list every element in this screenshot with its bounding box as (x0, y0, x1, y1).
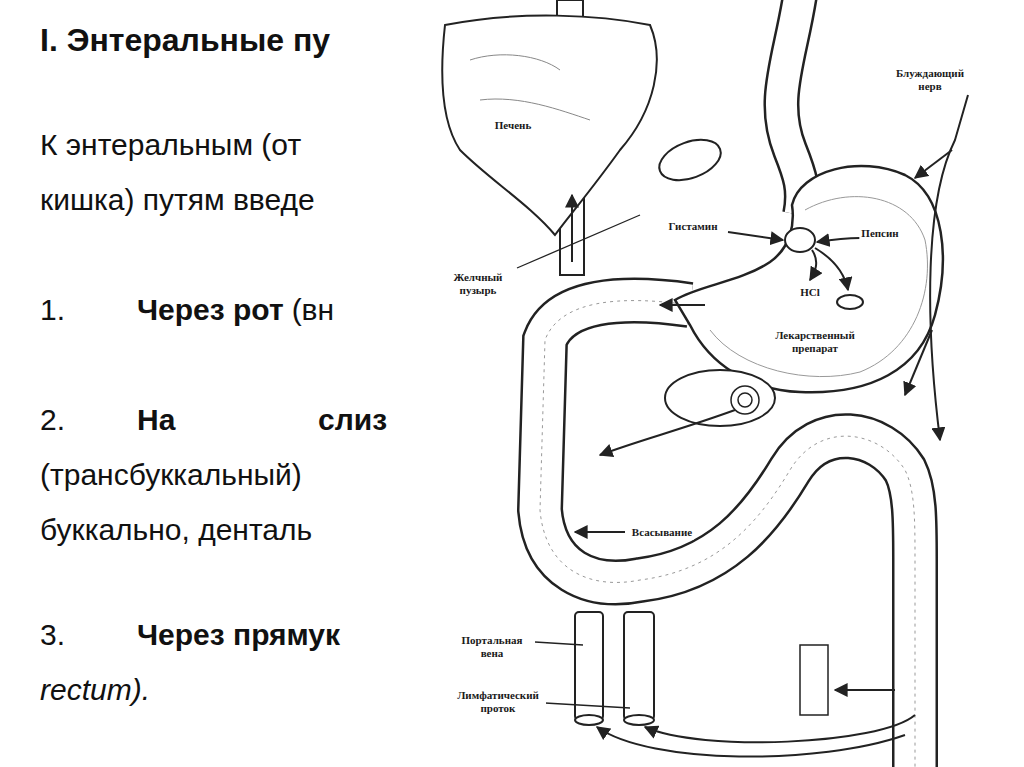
organ-label: Портальная вена (451, 633, 533, 660)
stomach-outline (675, 166, 943, 392)
esophagus-wall (781, 0, 802, 215)
organ-label: Пепсин (859, 226, 900, 241)
slide-text: 2. (40, 402, 65, 438)
organ-label: Лимфатический проток (450, 688, 546, 715)
slide-text: кишка) путям введе (40, 182, 315, 218)
organ-label: Лекарственный препарат (767, 328, 863, 355)
gallbladder (654, 132, 726, 188)
liver-shading (470, 55, 590, 120)
vessel-end (575, 715, 603, 725)
vagus-nerve (930, 95, 968, 440)
organ-label: Всасывание (630, 525, 694, 540)
organ-label: Гистамин (666, 219, 719, 234)
lymph-duct (624, 612, 654, 720)
parietal-cell (785, 228, 815, 252)
wall-segment (800, 645, 828, 715)
organ-label: Желчный пузырь (440, 270, 516, 297)
slide-text: 3. (40, 617, 65, 653)
slide-text: (трансбуккальный) (40, 457, 302, 493)
stomach-mucosa (710, 197, 927, 377)
drug-pill (837, 295, 863, 309)
slide-text: Через рот (137, 292, 284, 328)
slide-text: К энтеральным (от (40, 127, 301, 163)
slide-text: 1. (40, 292, 65, 328)
organ-label: Блуждающий нерв (891, 66, 970, 93)
slide-text: (вн (292, 292, 335, 328)
portal-vein (575, 612, 603, 720)
liver-outline (442, 16, 657, 235)
slide-text: rectum). (40, 672, 150, 708)
arrows (572, 150, 952, 757)
leader-lines (517, 215, 640, 708)
esophagus-lumen (781, 0, 802, 215)
slide-title: I. Энтеральные пу (40, 21, 330, 59)
slide-text: буккально, денталь (40, 512, 312, 548)
organ-label: HCl (798, 285, 822, 300)
slide-text: На (137, 402, 175, 438)
pancreas-duct (738, 393, 752, 407)
pancreas (665, 370, 775, 426)
vessel-end (624, 715, 654, 725)
organ-label: Печень (493, 118, 533, 133)
slide-text: Через прямук (137, 617, 340, 653)
pancreas-duct (731, 386, 759, 414)
slide-text: слиз (318, 402, 387, 438)
